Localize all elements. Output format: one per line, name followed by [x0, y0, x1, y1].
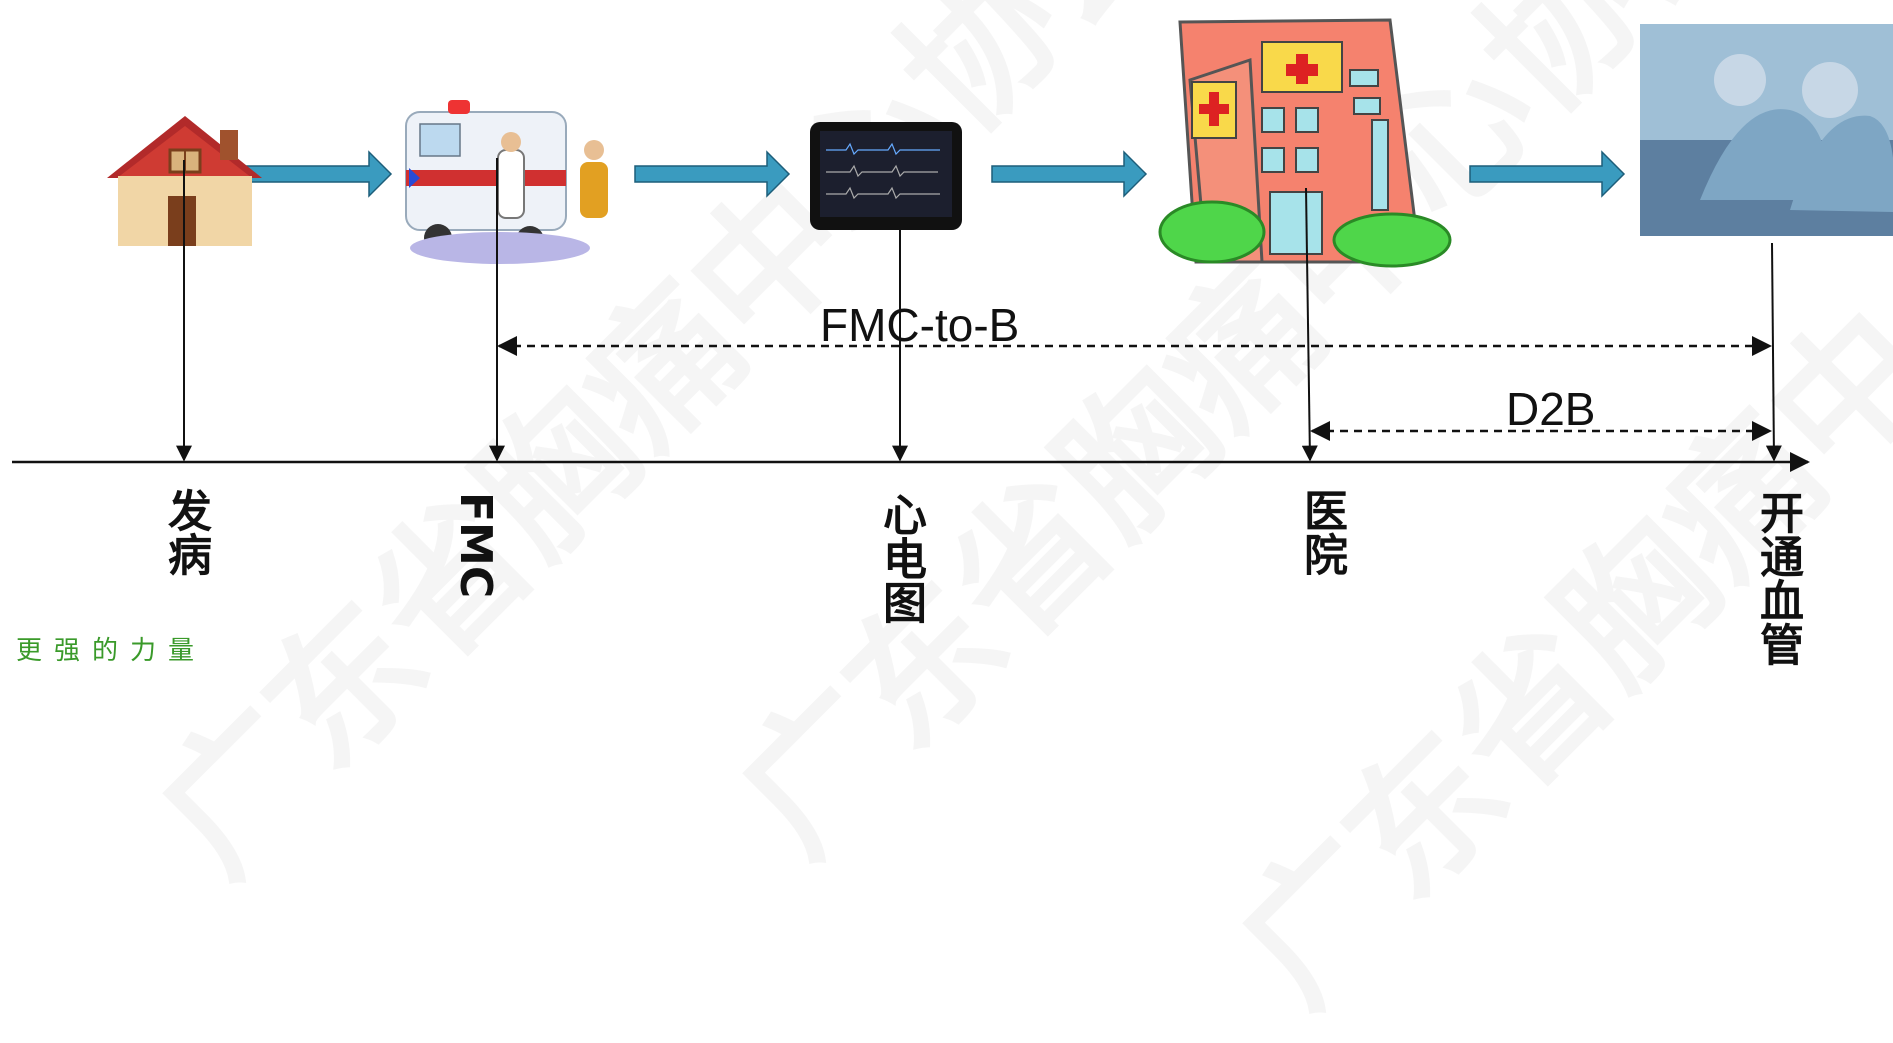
diagram-svg — [12, 18, 1893, 472]
interval-label-fmc-to-b: FMC-to-B — [820, 299, 1020, 351]
diagram-canvas: 广东省胸痛中心协会 广东省胸痛中心协会 广东省胸痛中心协会 — [12, 0, 1893, 1037]
flow-arrow-2 — [634, 150, 791, 198]
flow-arrow-1 — [236, 150, 393, 198]
stage-label-hospital: 医院 — [1296, 488, 1347, 576]
drop-line-hospital — [1301, 187, 1318, 462]
stage-label-reperfusion: 开通血管 — [1752, 490, 1803, 666]
ambulance-icon — [405, 100, 608, 264]
stage-label-ecg: 心电图 — [875, 492, 926, 624]
hospital-icon — [1158, 18, 1452, 268]
interval-label-d2b: D2B — [1506, 383, 1596, 435]
drop-line-reperfusion — [1765, 242, 1782, 462]
stage-label-fmc: FMC — [450, 492, 501, 599]
surgery-photo-icon — [1640, 24, 1893, 236]
flow-arrow-4 — [1469, 150, 1626, 198]
ecg-monitor-icon — [810, 122, 962, 230]
flow-arrow-3 — [991, 150, 1148, 198]
stage-label-onset: 发病 — [160, 488, 211, 576]
footer-slogan: 更强的力量 — [16, 636, 207, 666]
flow-arrows — [236, 150, 1626, 198]
